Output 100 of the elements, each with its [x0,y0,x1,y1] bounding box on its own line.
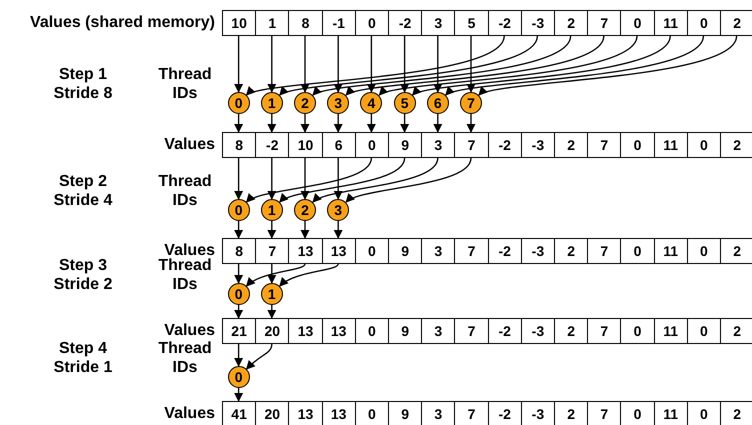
value-cell: 2 [720,132,752,158]
value-cell: 7 [587,10,622,36]
value-cell: 3 [421,238,456,264]
arrow [466,114,476,133]
thread-circle: 7 [460,92,482,114]
value-cell: 0 [686,318,721,344]
arrow [246,344,272,370]
value-cell: 2 [720,318,752,344]
value-cell: -1 [322,10,356,36]
arrow [267,36,276,93]
arrow [312,36,572,96]
value-cell: 0 [354,132,389,158]
value-cell: 7 [255,238,290,264]
arrow [278,36,538,96]
arrow [334,221,343,239]
value-cell: 11 [654,238,688,264]
arrow [366,36,376,93]
arrow [400,36,410,93]
value-cell: 7 [454,318,489,344]
arrow [378,36,638,96]
arrow [312,158,438,203]
arrow [466,36,476,93]
value-cell: 2 [554,318,588,344]
arrow [300,36,310,93]
arrow [234,264,244,284]
value-cell: 21 [222,318,256,344]
arrow [433,36,442,93]
value-cell: 2 [554,10,588,36]
arrow [234,221,244,239]
thread-circle: 0 [228,92,250,114]
value-cell: 6 [322,132,356,158]
value-cell: 13 [322,238,356,264]
thread-circle: 0 [228,283,250,305]
value-cell: 0 [686,238,721,264]
thread-circle: 2 [294,92,316,114]
value-cell: 11 [654,10,688,36]
value-cell: 0 [354,318,389,344]
thread-circle: 3 [327,92,350,114]
thread-ids-label: Thread IDs [157,256,213,294]
thread-ids-label: Thread IDs [157,65,213,103]
value-cell: 10 [222,10,256,36]
value-cell: 7 [454,238,489,264]
value-cell: 7 [587,238,622,264]
value-cell: 1 [255,10,290,36]
value-cell: 7 [454,132,489,158]
value-cell: -2 [488,318,522,344]
arrow [246,158,372,203]
thread-circle: 4 [360,92,382,114]
thread-circle: 1 [260,199,283,221]
arrow [234,305,244,319]
row-label: Values [163,404,215,423]
value-cell: 3 [421,10,456,36]
value-cell: 2 [720,10,752,36]
value-cell: 8 [288,10,323,36]
value-cell: 0 [620,132,655,158]
value-cell: 2 [720,238,752,264]
value-cell: 2 [554,132,588,158]
arrow [400,114,410,133]
thread-ids-label: Thread IDs [157,172,213,210]
arrow [267,264,276,284]
arrow [433,114,442,133]
value-cell: -3 [520,132,555,158]
arrow [300,158,310,200]
value-cell: 13 [288,318,323,344]
step-label: Step 1 Stride 8 [52,65,114,103]
value-cell: 0 [686,10,721,36]
arrow [334,158,343,200]
value-cell: 7 [587,318,622,344]
thread-circle: 3 [327,199,350,221]
arrow [300,221,310,239]
value-cell: 0 [620,318,655,344]
value-cell: 0 [620,238,655,264]
thread-circle: 5 [394,92,416,114]
arrow [246,264,306,287]
arrow [267,305,276,319]
value-cell: 10 [288,132,323,158]
value-cell: -3 [520,238,555,264]
thread-circle: 1 [260,283,283,305]
arrow [444,36,704,96]
value-cell: 8 [222,238,256,264]
value-cell: 5 [454,10,489,36]
arrow [267,158,276,200]
arrow [345,36,604,96]
arrow [478,36,738,96]
thread-circle: 1 [260,92,283,114]
value-cell: 0 [686,132,721,158]
arrow [234,36,244,93]
value-cell: 3 [421,132,456,158]
arrow [334,114,343,133]
row-label: Values [163,321,215,340]
arrow [279,264,339,287]
value-cell: 0 [620,10,655,36]
value-cell: -2 [488,238,522,264]
step-label: Step 3 Stride 2 [52,256,114,294]
value-cell: 11 [654,318,688,344]
arrow [278,158,406,203]
value-cell: 13 [288,238,323,264]
arrow [234,158,244,200]
value-cell: 8 [222,132,256,158]
arrow [267,114,276,133]
